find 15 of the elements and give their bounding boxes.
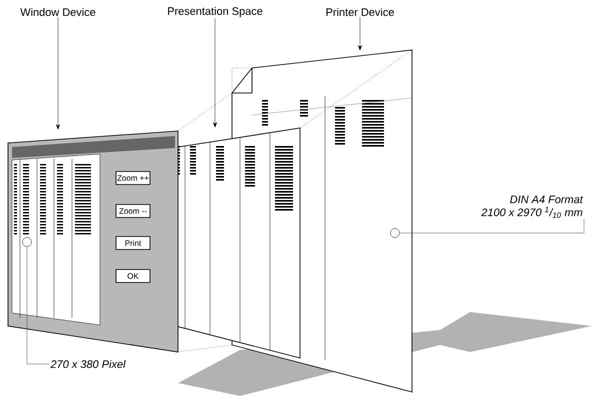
heading-label: Printer Device <box>326 8 394 16</box>
leader-line <box>26 246 50 364</box>
projection-line <box>178 92 232 132</box>
arrow <box>56 17 60 130</box>
heading-label: Presentation Space <box>168 6 262 18</box>
marker-circle <box>390 228 400 238</box>
marker-circle <box>22 237 32 247</box>
window-panel <box>8 130 178 352</box>
leader-line <box>400 218 584 234</box>
heading-label: Window Device <box>20 8 96 16</box>
arrow <box>358 17 362 50</box>
arrow <box>213 18 217 128</box>
projection-line <box>300 50 412 128</box>
dimension-label: DIN A4 Format 2100 x 2970 $^{1}$/$_{10}$ mm <box>481 196 584 218</box>
dimension-label: 270 x 380 Pixel <box>50 360 126 368</box>
